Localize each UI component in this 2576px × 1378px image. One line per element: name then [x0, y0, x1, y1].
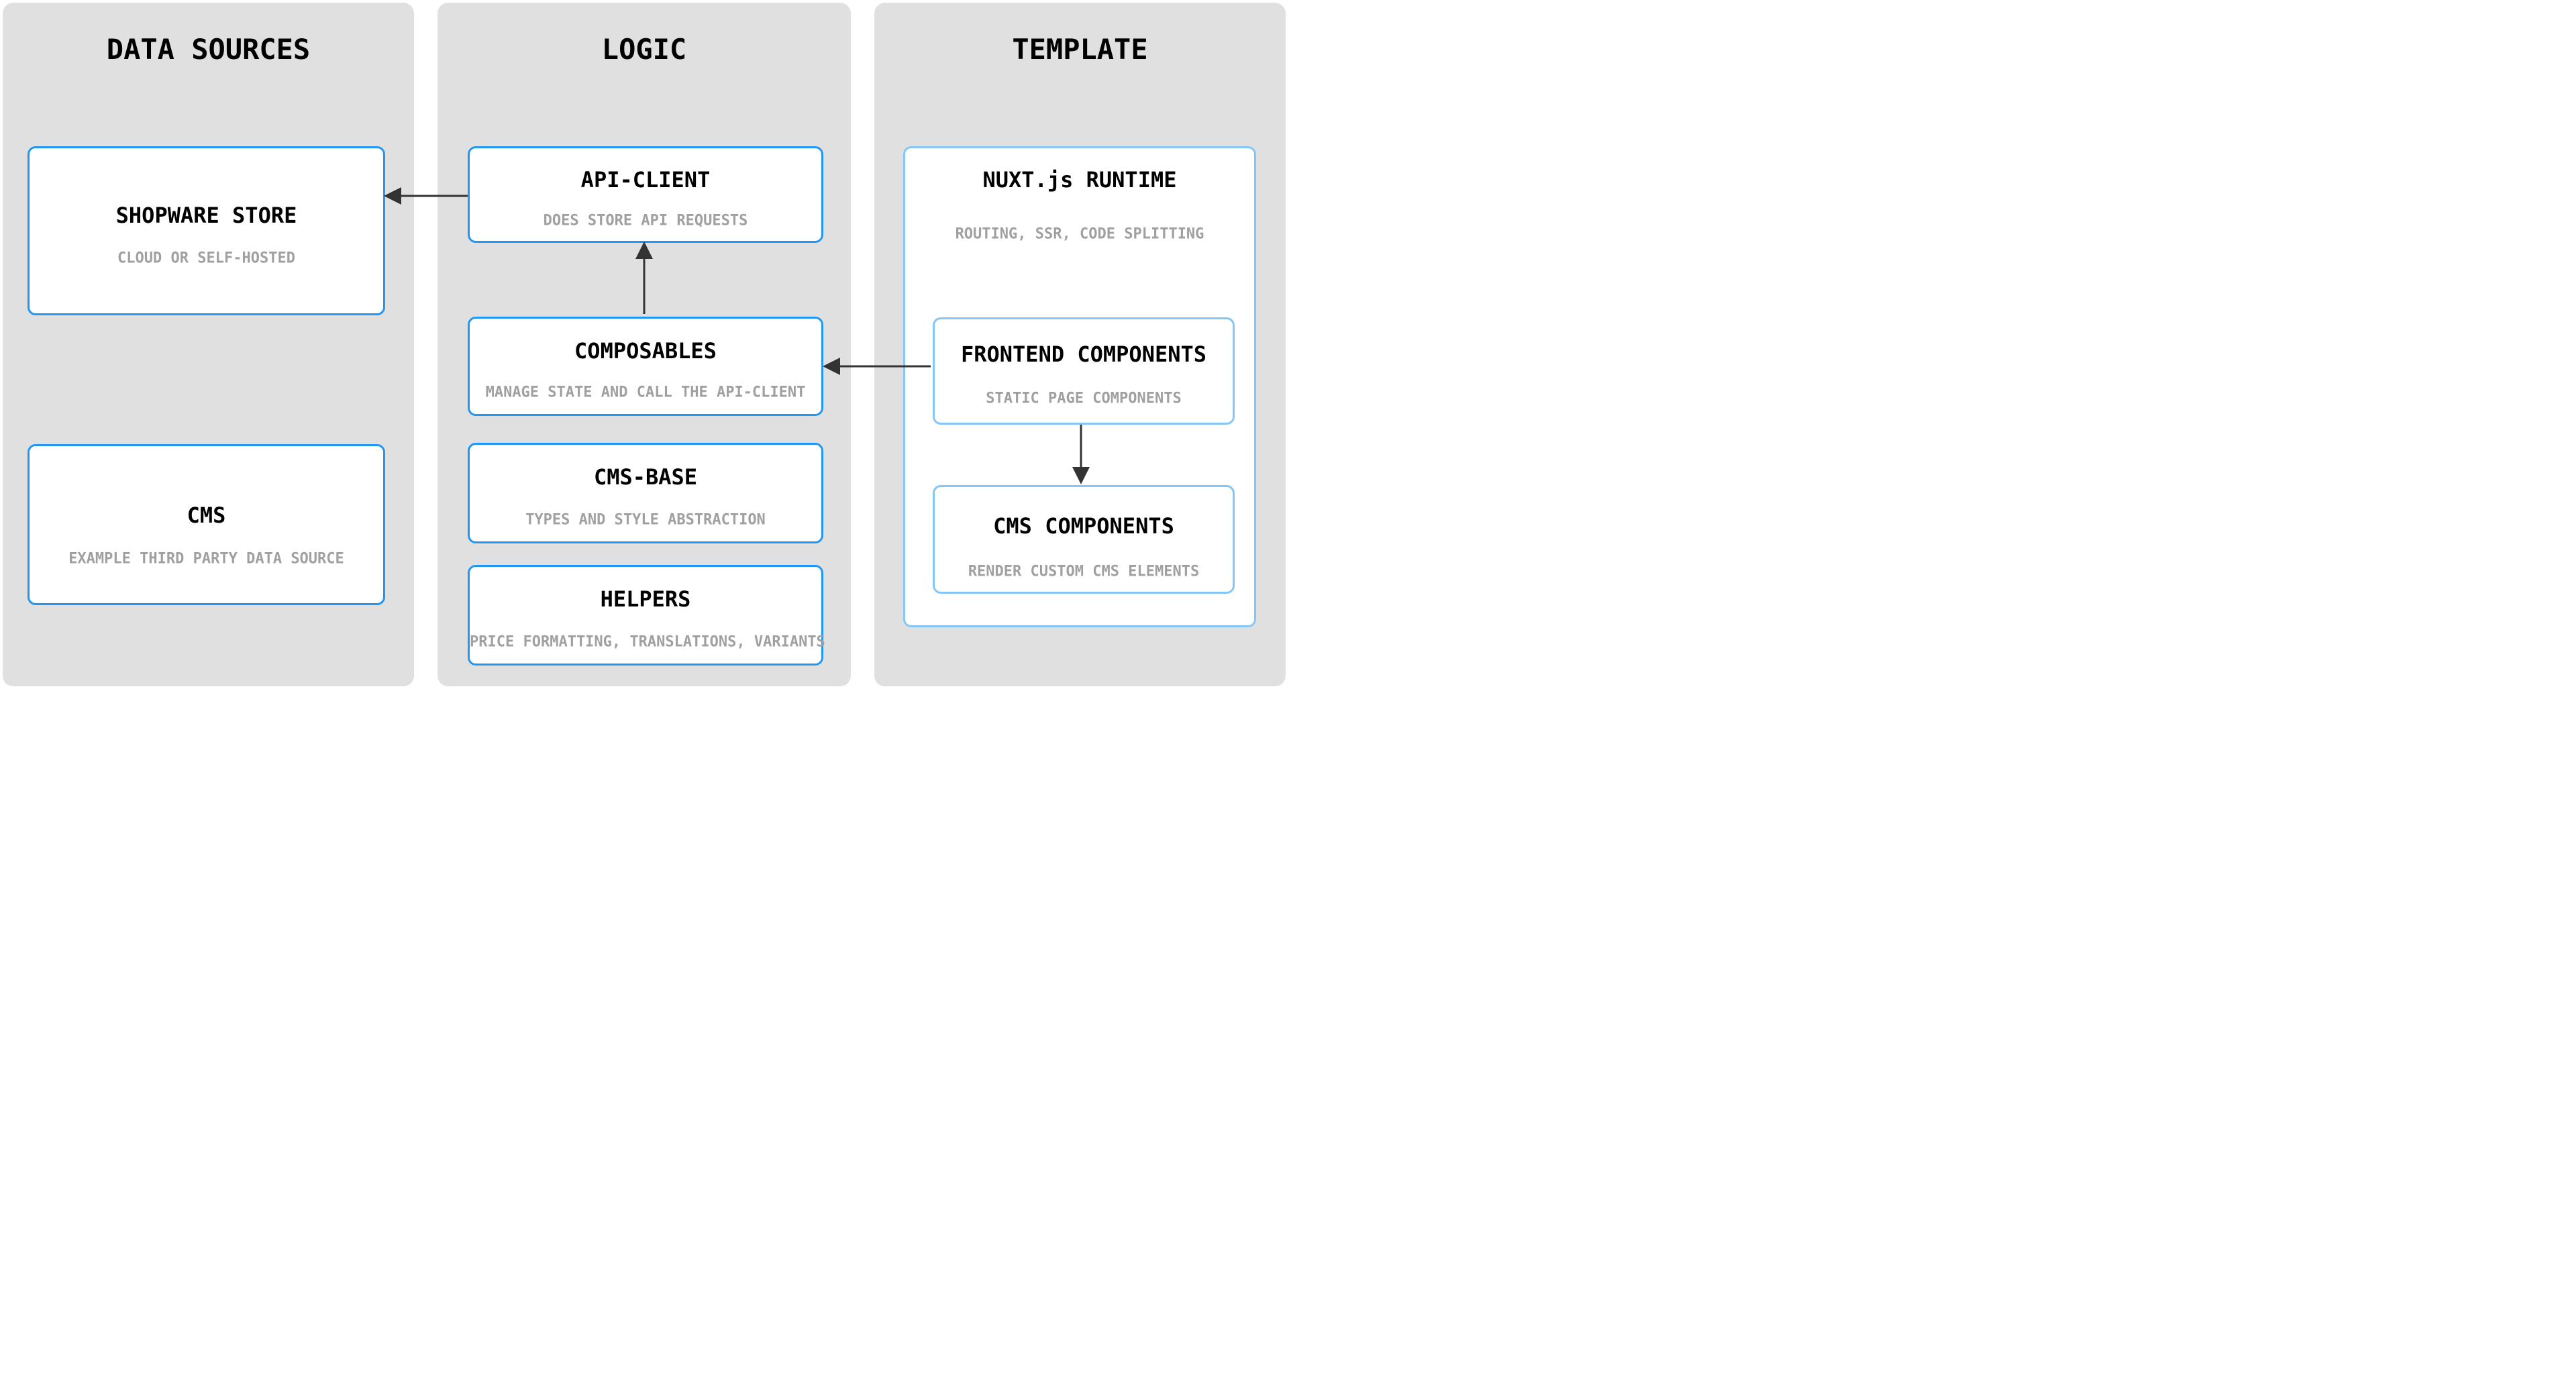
box-cms-title: CMS	[187, 502, 226, 528]
box-cms-components: CMS COMPONENTS RENDER CUSTOM CMS ELEMENT…	[933, 485, 1235, 594]
box-shopware-store: SHOPWARE STORE CLOUD OR SELF-HOSTED	[28, 146, 385, 315]
box-shopware-store-title: SHOPWARE STORE	[115, 203, 297, 228]
box-cms-components-title: CMS COMPONENTS	[993, 513, 1174, 539]
box-shopware-store-subtitle: CLOUD OR SELF-HOSTED	[117, 250, 295, 267]
box-nuxt-runtime: NUXT.js RUNTIME ROUTING, SSR, CODE SPLIT…	[903, 146, 1256, 627]
box-frontend-components: FRONTEND COMPONENTS STATIC PAGE COMPONEN…	[933, 317, 1235, 425]
box-frontend-components-subtitle: STATIC PAGE COMPONENTS	[986, 390, 1182, 407]
box-helpers-subtitle: PRICE FORMATTING, TRANSLATIONS, VARIANTS	[470, 633, 825, 651]
column-template: TEMPLATE NUXT.js RUNTIME ROUTING, SSR, C…	[874, 3, 1286, 686]
box-cms-base-subtitle: TYPES AND STYLE ABSTRACTION	[525, 511, 766, 529]
box-nuxt-runtime-title: NUXT.js RUNTIME	[982, 167, 1177, 193]
box-composables-title: COMPOSABLES	[574, 338, 717, 364]
box-api-client-subtitle: DOES STORE API REQUESTS	[543, 212, 748, 229]
box-cms-base-title: CMS-BASE	[593, 464, 698, 490]
architecture-diagram: DATA SOURCES SHOPWARE STORE CLOUD OR SEL…	[0, 0, 1288, 689]
column-header-data-sources: DATA SOURCES	[106, 33, 311, 66]
box-composables-subtitle: MANAGE STATE AND CALL THE API-CLIENT	[485, 384, 806, 401]
box-nuxt-runtime-subtitle: ROUTING, SSR, CODE SPLITTING	[955, 225, 1204, 243]
box-cms-components-subtitle: RENDER CUSTOM CMS ELEMENTS	[968, 563, 1200, 580]
column-data-sources: DATA SOURCES SHOPWARE STORE CLOUD OR SEL…	[3, 3, 414, 686]
box-frontend-components-title: FRONTEND COMPONENTS	[960, 341, 1207, 367]
box-cms: CMS EXAMPLE THIRD PARTY DATA SOURCE	[28, 444, 385, 605]
column-header-template: TEMPLATE	[1012, 33, 1148, 66]
box-helpers-title: HELPERS	[600, 586, 691, 612]
column-logic: LOGIC API-CLIENT DOES STORE API REQUESTS…	[437, 3, 851, 686]
box-cms-subtitle: EXAMPLE THIRD PARTY DATA SOURCE	[68, 550, 344, 568]
box-helpers: HELPERS PRICE FORMATTING, TRANSLATIONS, …	[468, 565, 825, 666]
box-cms-base: CMS-BASE TYPES AND STYLE ABSTRACTION	[468, 443, 823, 543]
box-api-client: API-CLIENT DOES STORE API REQUESTS	[468, 146, 823, 243]
box-composables: COMPOSABLES MANAGE STATE AND CALL THE AP…	[468, 317, 823, 416]
column-header-logic: LOGIC	[601, 33, 687, 66]
box-api-client-title: API-CLIENT	[580, 167, 711, 193]
